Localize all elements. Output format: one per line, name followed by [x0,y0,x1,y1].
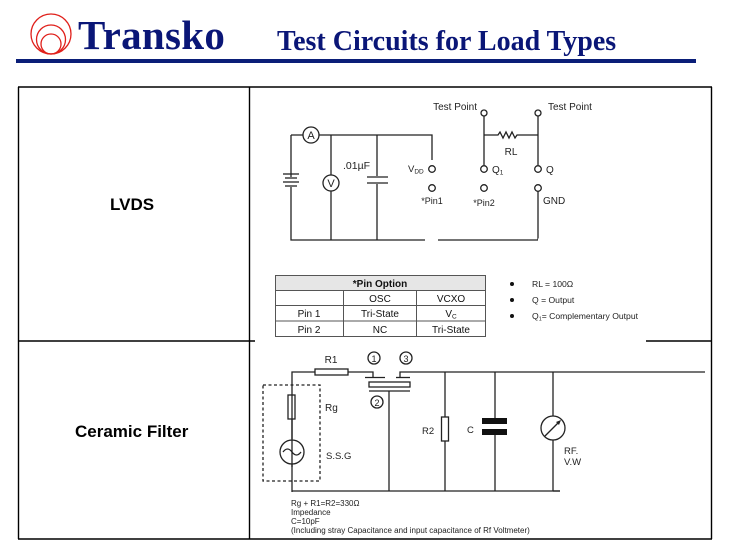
gnd-label: GND [543,196,565,207]
battery-icon [283,173,299,187]
resistor-r2 [440,416,450,442]
test-point-left-terminal [480,109,488,117]
ceramic-note: Impedance [291,508,331,517]
node-3-label: 3 [403,354,408,364]
brand-name: Transko [78,12,226,58]
vdd-label: VDD [408,164,424,176]
column-header-osc: OSC [369,294,391,305]
meter-needle [544,421,560,437]
q-label: Q [546,165,554,176]
capacitor-label: .01µF [343,160,370,172]
pin1-terminal [428,184,436,192]
node-2-marker [370,395,384,409]
row-label-lvds: LVDS [110,195,155,214]
lvds-notes: RL = 100Ω Q = Output Q1= Complementary O… [510,279,639,323]
ceramic-note: C=10pF [291,517,320,526]
lvds-circuit-diagram: A V .01µF VDD *Pin1 *Pin2 Test Point Tes… [283,102,680,242]
header-rule [16,59,348,63]
resistor-rl [484,130,538,140]
ammeter-icon [302,126,320,144]
supply-wire [291,134,433,160]
pin-option-title: *Pin Option [353,279,407,290]
meter-label: V.W [564,457,581,468]
column-header-vcxo: VCXO [437,294,466,305]
node-3-marker [399,351,413,365]
vdd-terminal [428,165,436,173]
table-cell: NC [373,325,387,336]
note-rl: RL = 100Ω [532,279,574,289]
r1-label: R1 [325,355,338,366]
pin2-terminal [480,184,488,192]
r2-label: R2 [422,426,434,437]
ceramic-filter-element [368,381,411,388]
capacitor-plate [482,429,507,435]
ceramic-note: Rg + R1=R2=330Ω [291,499,359,508]
header-rule [348,59,696,63]
table-cell: VC [445,309,457,321]
test-point-left-label: Test Point [433,102,477,113]
note-q1: Q1= Complementary Output [532,311,639,323]
transko-logo-icon [30,13,72,55]
capacitor-plate [482,418,507,424]
row-label-ceramic-filter: Ceramic Filter [75,422,189,441]
node-2-label: 2 [374,398,379,408]
gnd-terminal [534,184,542,192]
ssg-label: S.S.G [326,451,351,462]
q-terminal [534,165,542,173]
pin-option-table: *Pin Option OSC VCXO Pin 1 Tri-State VC … [275,275,486,337]
rl-label: RL [505,147,518,158]
resistor-r1 [314,368,349,376]
c-label: C [467,425,474,436]
q1-label: Q1 [492,165,504,177]
table-cell: Pin 1 [298,309,321,320]
test-point-right-label: Test Point [548,102,592,113]
ceramic-filter-circuit-diagram: R1 1 3 2 Rg S.S.G R2 C RF. V.W Rg + R1=R… [262,351,705,535]
note-q: Q = Output [532,295,575,305]
table-cell: Tri-State [432,325,470,336]
pin1-label: *Pin1 [421,196,443,206]
ammeter-label: A [307,130,315,142]
meter-label: RF. [564,446,578,457]
node-1-marker [367,351,381,365]
sine-wave-icon [282,448,302,456]
table-cell: Tri-State [361,309,399,320]
page-title: Test Circuits for Load Types [277,26,617,57]
q1-terminal [480,165,488,173]
node-1-label: 1 [371,354,376,364]
pin2-label: *Pin2 [473,198,495,208]
voltmeter-label: V [327,178,335,190]
ceramic-note: (Including stray Capacitance and input c… [291,526,530,535]
table-cell: Pin 2 [298,325,321,336]
rg-label: Rg [325,403,338,414]
ssg-boundary [262,384,321,482]
test-point-right-terminal [534,109,542,117]
